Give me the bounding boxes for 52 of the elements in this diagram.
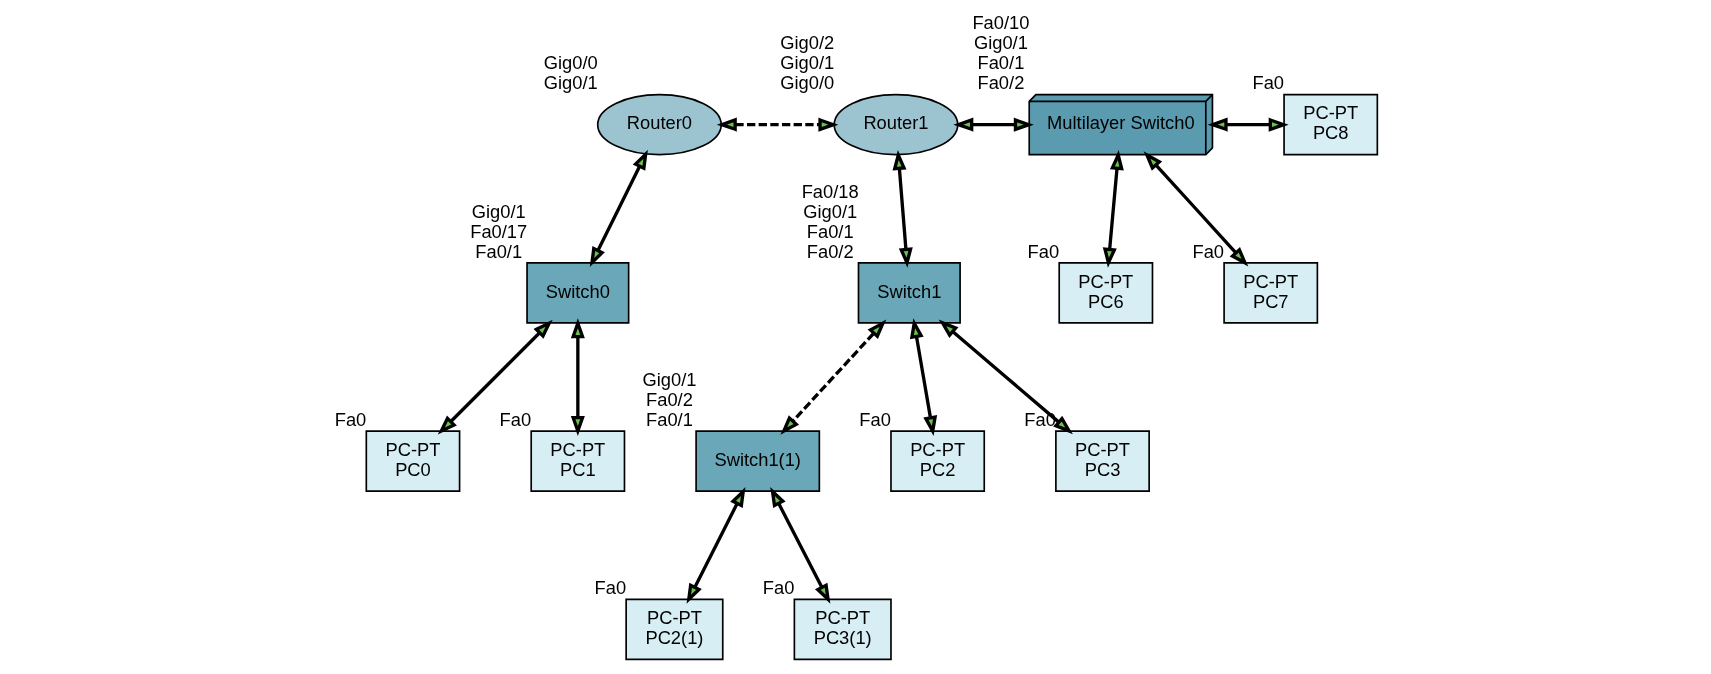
node-box: PC-PT PC7 xyxy=(1222,262,1318,324)
node-label: Gig0/1 xyxy=(543,72,598,94)
node-box: Switch0 xyxy=(525,262,629,324)
arrow xyxy=(769,487,830,604)
node-box: PC-PT PC2 xyxy=(889,430,985,492)
node-label: Fa0/2 xyxy=(976,72,1024,94)
node-box: Switch1 xyxy=(857,262,961,324)
node-box: PC-PT PC3 xyxy=(1054,430,1150,492)
node-box: PC-PT PC3(1) xyxy=(793,598,892,661)
arrow xyxy=(1207,117,1289,132)
arrow xyxy=(938,319,1073,435)
node-label: Fa0 xyxy=(1192,240,1224,262)
arrow xyxy=(589,149,648,268)
node-label: Gig0/1 xyxy=(802,200,857,222)
node-label: Gig0/0 xyxy=(779,72,834,94)
node-label: Fa0/1 xyxy=(976,52,1024,74)
node-box: PC-PT PC6 xyxy=(1057,262,1153,324)
node-label: Fa0/1 xyxy=(645,408,693,430)
node-label: Gig0/1 xyxy=(641,368,696,390)
node-box: PC-PT PC1 xyxy=(529,430,625,492)
node-label: Fa0/2 xyxy=(806,240,854,262)
arrow xyxy=(437,319,553,435)
node-label: Fa0 xyxy=(858,408,891,430)
arrow xyxy=(779,319,886,435)
arrow xyxy=(570,318,585,437)
arrow xyxy=(686,486,745,604)
node-label: Fa0/10 xyxy=(971,12,1029,34)
node-box: PC-PT PC8 xyxy=(1282,93,1378,156)
node-box: Switch1(1) xyxy=(694,430,820,492)
node-label: Gig0/1 xyxy=(471,200,526,222)
node-box: PC-PT PC0 xyxy=(364,430,460,492)
node-label: Gig0/2 xyxy=(779,32,834,54)
node-label: Fa0 xyxy=(499,408,531,430)
node-label: Fa0 xyxy=(762,577,794,598)
node-label: Fa0 xyxy=(1027,240,1059,262)
arrow xyxy=(909,318,937,436)
node-ellipse: Router0 xyxy=(596,93,722,156)
node-label: Fa0 xyxy=(1251,72,1284,94)
arrow xyxy=(892,150,913,268)
node-label: Fa0/1 xyxy=(474,240,522,262)
node-label: Fa0 xyxy=(334,408,366,430)
node-label: Fa0/18 xyxy=(801,180,859,202)
arrow xyxy=(952,117,1034,132)
node-label: Gig0/0 xyxy=(543,52,598,74)
node-ellipse: Router1 xyxy=(832,93,959,156)
node-label: Fa0 xyxy=(594,577,626,598)
node-label: Gig0/1 xyxy=(973,32,1028,54)
arrow xyxy=(1102,150,1124,268)
node-box: PC-PT PC2(1) xyxy=(624,598,724,661)
arrow xyxy=(716,117,838,132)
arrow xyxy=(1143,151,1248,267)
node-label: Gig0/1 xyxy=(779,52,834,74)
